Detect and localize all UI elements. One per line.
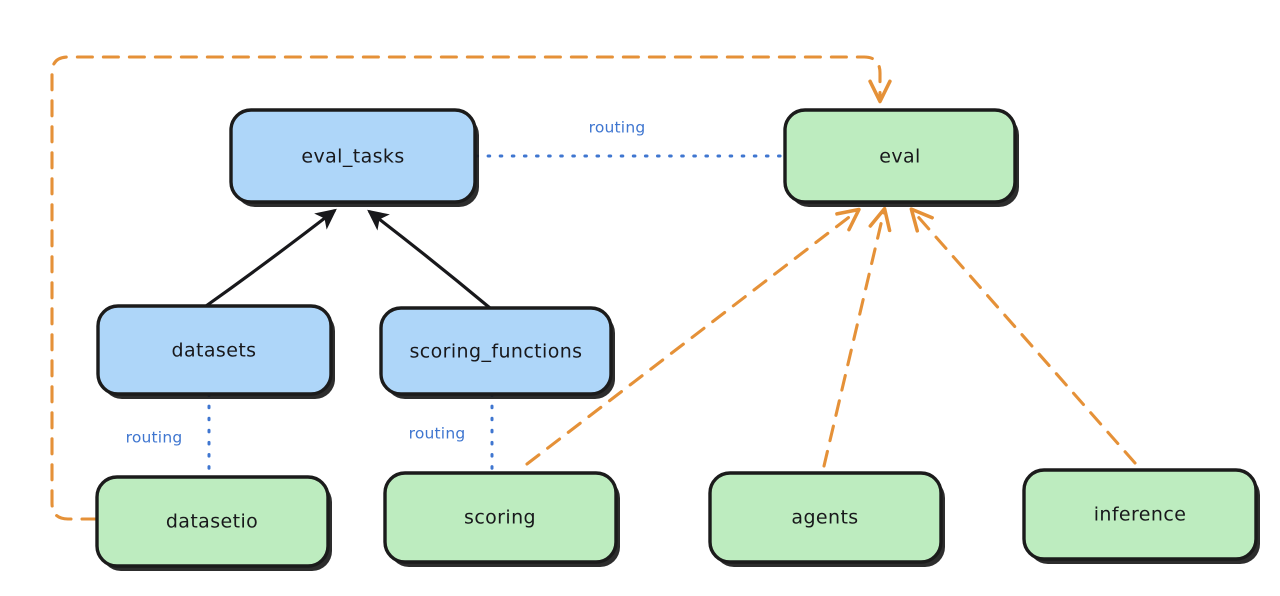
node-inference[interactable]: inference (1022, 468, 1260, 564)
node-agents[interactable]: agents (708, 471, 945, 567)
node-eval[interactable]: eval (783, 108, 1019, 207)
node-eval-label: eval (879, 146, 920, 168)
node-inference-label: inference (1094, 504, 1187, 526)
edge-scoring-functions-eval-tasks (367, 209, 492, 310)
node-datasetio[interactable]: datasetio (95, 475, 332, 571)
edge-datasets-eval-tasks (204, 208, 337, 308)
edge-scoring-eval (525, 207, 861, 466)
node-datasets-label: datasets (172, 340, 257, 362)
node-scoring[interactable]: scoring (383, 471, 620, 567)
edge-datasetio-eval (50, 55, 892, 521)
edge-inference-eval (909, 207, 1137, 465)
node-datasets[interactable]: datasets (96, 304, 335, 399)
edge-label-routing-scoring-functions-scoring: routing (409, 425, 466, 443)
node-eval-tasks-label: eval_tasks (301, 146, 404, 168)
edge-label-routing-eval-tasks-eval: routing (589, 119, 646, 137)
node-agents-label: agents (791, 507, 858, 529)
node-scoring-functions[interactable]: scoring_functions (379, 306, 615, 399)
node-scoring-label: scoring (464, 507, 536, 529)
edge-agents-eval (822, 206, 892, 468)
node-eval-tasks[interactable]: eval_tasks (229, 108, 479, 207)
edge-label-group: routing routing routing (126, 119, 646, 447)
routing-edge-group (207, 154, 786, 479)
composition-edge-group (204, 208, 492, 310)
provider-edge-group (50, 55, 1137, 521)
edge-label-routing-datasets-datasetio: routing (126, 429, 183, 447)
node-datasetio-label: datasetio (166, 511, 258, 533)
node-scoring-functions-label: scoring_functions (410, 341, 583, 363)
